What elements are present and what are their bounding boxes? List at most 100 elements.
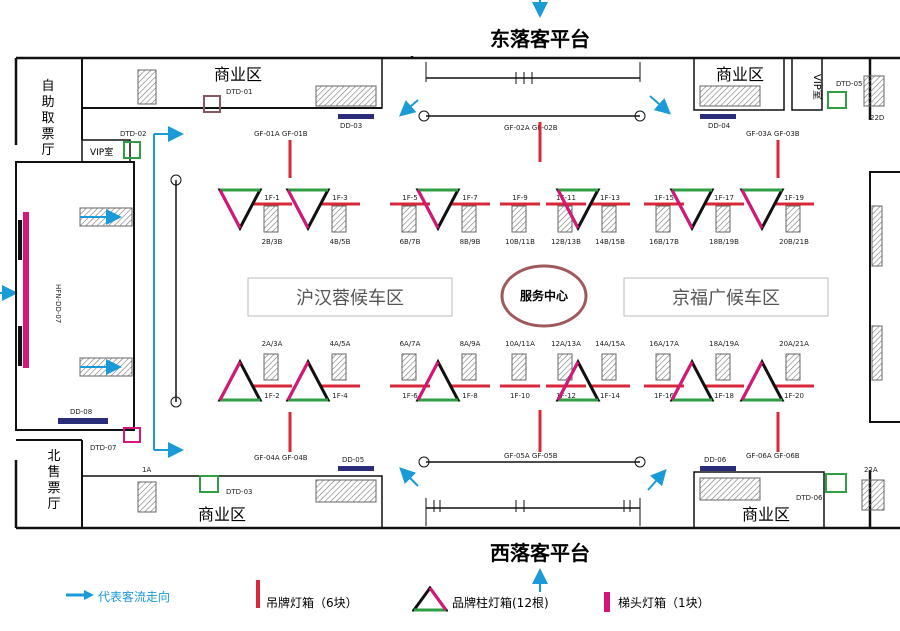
gate-hatch [401,353,417,381]
pillar-label: 1F-9 [512,194,527,202]
svg-text:自: 自 [41,79,54,94]
commercial-label: 商业区 [214,65,262,84]
gate-label: 8A/9A [460,340,481,348]
svg-text:GF-03A GF-03B: GF-03A GF-03B [746,130,800,138]
commercial-block-bottom-right: 商业区 DD-06 DTD-06 22A [693,456,885,529]
svg-text:票: 票 [47,481,60,496]
brand-pillar-side [556,361,580,401]
left-concourse [15,161,135,431]
east-platform-title: 东落客平台 [490,27,590,51]
gate: 10A/11A 1F-10 [500,340,540,400]
pillar-label: 1F-2 [264,392,279,400]
legend-flow-arrow-icon [66,590,94,600]
svg-text:京福广候车区: 京福广候车区 [672,288,780,309]
gate: 10B/11B 1F-9 [500,194,540,246]
gate-hatch [715,353,731,381]
pillar-label: 1F-3 [332,194,347,202]
brand-pillar-marker [217,188,263,232]
svg-text:22A: 22A [864,466,878,474]
top-escalator [418,62,646,122]
pillar-label: 1F-4 [332,392,348,400]
svg-text:DTD-07: DTD-07 [90,444,117,452]
svg-text:1A: 1A [142,466,151,474]
brand-pillar-side [286,189,310,229]
brand-pillar-marker [739,188,785,232]
gate-label: 16B/17B [649,238,679,246]
svg-text:取: 取 [41,111,54,126]
pillar-label: 1F-1 [264,194,279,202]
svg-text:GF-02A GF-02B: GF-02A GF-02B [504,124,558,132]
gate-hatch [601,353,617,381]
north-ticket-hall: 北 售 票 厅 [16,439,83,528]
brand-pillar-marker [415,188,461,232]
gate-label: 14A/15A [595,340,625,348]
west-platform-title: 西落客平台 [490,541,590,565]
pillar-label: 1F-15 [654,194,674,202]
gate: 14A/15A 1F-14 [555,340,630,402]
pillar-label: 1F-14 [600,392,620,400]
gate-label: 6B/7B [400,238,421,246]
gate-label: 12A/13A [551,340,581,348]
gate-hatch [263,353,279,381]
bottom-escalator [418,456,646,526]
brand-pillar-marker [669,188,715,232]
commercial-block-top-left: 商业区 DD-03 DTD-01 [81,57,383,130]
svg-text:DTD-06: DTD-06 [796,494,823,502]
brand-pillar-side [218,189,242,229]
pillar-label: 1F-10 [510,392,530,400]
gate: 16B/17B 1F-15 [644,194,684,246]
gate-label: 14B/15B [595,238,625,246]
brand-pillar-side [556,189,580,229]
legend-flow-label: 代表客流走向 [98,590,171,604]
gate-label: 10A/11A [505,340,535,348]
legend-end-label: 梯头灯箱（1块） [618,596,710,610]
pillar-label: 1F-18 [714,392,734,400]
brand-pillar-side [670,189,694,229]
gate-hatch [655,353,671,381]
svg-text:售: 售 [47,464,60,480]
gate-label: 16A/17A [649,340,679,348]
gate-hatch [461,205,477,233]
svg-text:DD-06: DD-06 [704,456,727,464]
gate-label: 20B/21B [779,238,809,246]
svg-text:商业区: 商业区 [742,505,790,524]
svg-text:DTD-01: DTD-01 [226,88,253,96]
brand-pillar-side [740,361,764,401]
pillar-label: 1F-19 [784,194,804,202]
brand-pillar-side [218,361,242,401]
gate-hatch [331,205,347,233]
gate-label: 12B/13B [551,238,581,246]
svg-text:票: 票 [41,127,54,142]
brand-pillar-marker [285,358,331,402]
brand-pillar-marker [415,358,461,402]
commercial-block-top-right: 商业区 DD-04 VIP室 DTD-05 22D [693,57,885,130]
svg-text:VIP室: VIP室 [811,74,824,100]
svg-text:沪汉蓉候车区: 沪汉蓉候车区 [296,288,404,309]
gate-hatch [715,205,731,233]
svg-text:DD-03: DD-03 [340,122,362,130]
brand-pillar-side [670,361,694,401]
brand-pillar-marker [285,188,331,232]
svg-text:DD-04: DD-04 [708,122,731,130]
pillar-label: 1F-17 [714,194,734,202]
commercial-block-bottom-left: 1A 商业区 DD-05 DTD-03 [81,456,383,529]
waiting-zone-left [247,277,453,317]
gate-label: 10B/11B [505,238,535,246]
gate-hatch [601,205,617,233]
gate-label: 4A/5A [330,340,351,348]
svg-text:GF-01A GF-01B: GF-01A GF-01B [254,130,308,138]
brand-pillar-side [286,361,310,401]
svg-text:GF-04A GF-04B: GF-04A GF-04B [254,454,308,462]
svg-text:DD-08: DD-08 [70,408,92,416]
